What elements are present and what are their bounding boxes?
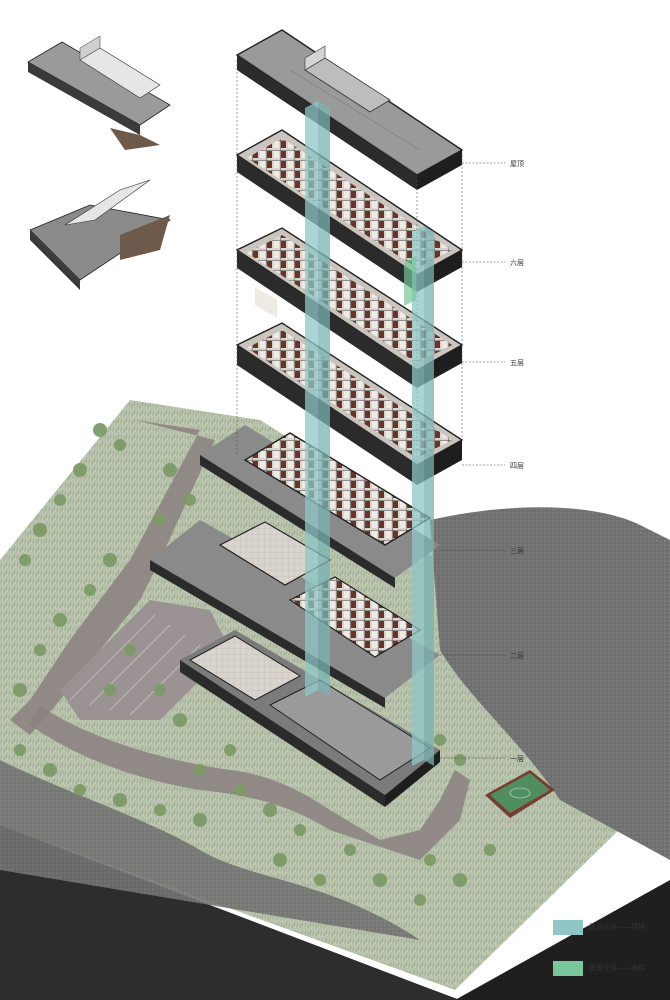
trees [13, 423, 496, 906]
thumbnail-view-2 [29, 179, 172, 290]
legend-label-stairs: 垂直交通——楼梯 [589, 923, 645, 931]
floor-1 [180, 630, 440, 807]
parking-lot [60, 600, 230, 720]
floor-label-6: 六层 [510, 258, 524, 267]
sports-court [485, 770, 555, 818]
legend-item-elevator: 垂直交通——电梯 [553, 959, 665, 977]
legend-swatch-elevator [553, 960, 583, 976]
floor-label-3: 三层 [510, 547, 524, 555]
ground-side-left [0, 825, 460, 1000]
floor-label-5: 五层 [510, 359, 524, 367]
floor-label-roof: 屋顶 [510, 160, 524, 168]
stair-core-2 [412, 226, 434, 766]
floor-label-1: 一层 [510, 755, 524, 763]
legend: 垂直交通——楼梯 垂直交通——电梯 [553, 918, 665, 1000]
floor-label-4: 四层 [510, 462, 524, 470]
thumbnail-view-1 [27, 35, 171, 150]
ground-side-right [455, 880, 670, 1000]
road-main [10, 420, 215, 735]
legend-swatch-stairs [553, 919, 583, 935]
floor-label-2: 二层 [510, 652, 524, 660]
elevator-core [404, 256, 416, 306]
stair-core-1 [305, 101, 330, 697]
leader-lines [440, 162, 505, 759]
hill [430, 507, 670, 860]
road-loop [30, 705, 470, 860]
hill-lower [0, 760, 420, 940]
legend-item-stairs: 垂直交通——楼梯 [553, 918, 665, 936]
legend-label-elevator: 垂直交通——电梯 [589, 964, 645, 972]
